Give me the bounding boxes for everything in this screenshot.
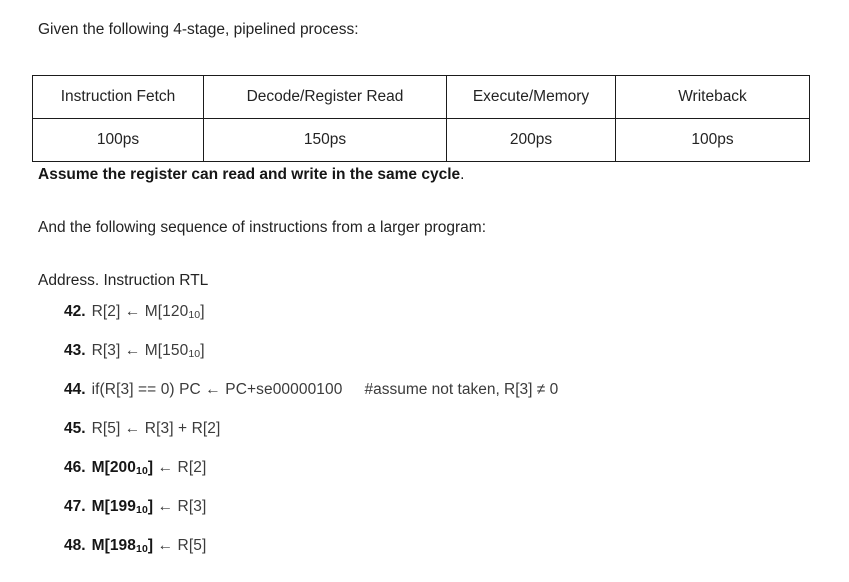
- cell-stage-4-latency: 100ps: [615, 118, 810, 162]
- instruction-address-48: 48.: [64, 537, 86, 554]
- rtl-target-48: R[5]: [177, 537, 207, 554]
- table-row-stage-latencies: 100ps 150ps 200ps 100ps: [32, 118, 810, 162]
- instruction-address-44: 44.: [64, 381, 86, 398]
- rtl-source-suffix-43: ]: [200, 342, 205, 359]
- instruction-rtl-46: M[20010] ← R[2]: [92, 459, 207, 477]
- listing-header: Address. Instruction RTL: [38, 272, 209, 289]
- list-item-instruction-42: 42. R[2] ← M[12010]: [64, 303, 844, 342]
- rtl-target-42: R[2]: [91, 303, 121, 320]
- assign-arrow-icon: ←: [157, 498, 174, 515]
- instruction-comment-44: #assume not taken, R[3] ≠ 0: [364, 381, 559, 398]
- instruction-address-43: 43.: [64, 342, 86, 359]
- rtl-mem-prefix-48: M[198: [91, 537, 136, 554]
- instruction-address-45: 45.: [64, 420, 86, 437]
- cell-stage-3-name: Execute/Memory: [446, 75, 616, 119]
- list-item-instruction-46: 46. M[20010] ← R[2]: [64, 459, 844, 498]
- list-item-instruction-43: 43. R[3] ← M[15010]: [64, 342, 844, 381]
- instruction-rtl-44: if(R[3] == 0) PC ← PC+se00000100: [91, 381, 343, 398]
- intro-paragraph: Given the following 4-stage, pipelined p…: [38, 21, 359, 38]
- assign-arrow-icon: ←: [124, 303, 141, 320]
- instruction-rtl-48: M[19810] ← R[5]: [92, 537, 207, 555]
- list-item-instruction-45: 45. R[5] ← R[3] + R[2]: [64, 420, 844, 459]
- rtl-target-43: R[3]: [91, 342, 121, 359]
- rtl-subscript-48: 10: [136, 543, 148, 556]
- cell-stage-4-name: Writeback: [615, 75, 810, 119]
- rtl-mem-suffix-47: ]: [147, 498, 154, 515]
- list-item-instruction-48: 48. M[19810] ← R[5]: [64, 537, 844, 576]
- rtl-mem-suffix-46: ]: [147, 459, 154, 476]
- assume-note-period: .: [460, 166, 465, 183]
- assign-arrow-icon: ←: [124, 342, 141, 359]
- rtl-mem-prefix-46: M[200: [91, 459, 136, 476]
- assume-note: Assume the register can read and write i…: [38, 165, 464, 185]
- rtl-mem-prefix-47: M[199: [91, 498, 136, 515]
- cell-stage-1-name: Instruction Fetch: [32, 75, 204, 119]
- instruction-rtl-42: R[2] ← M[12010]: [92, 303, 205, 321]
- rtl-subscript-42: 10: [188, 309, 201, 322]
- rtl-target-47: R[3]: [177, 498, 207, 515]
- assign-arrow-icon: ←: [157, 459, 174, 476]
- instruction-rtl-43: R[3] ← M[15010]: [92, 342, 205, 360]
- cell-stage-3-latency: 200ps: [446, 118, 616, 162]
- assume-note-bold: Assume the register can read and write i…: [38, 166, 461, 183]
- rtl-source-suffix-42: ]: [200, 303, 205, 320]
- rtl-target-46: R[2]: [177, 459, 207, 476]
- rtl-subscript-47: 10: [136, 504, 148, 517]
- pipeline-stage-table: Instruction Fetch Decode/Register Read E…: [32, 75, 810, 162]
- assign-arrow-icon: ←: [157, 537, 174, 554]
- instruction-address-46: 46.: [64, 459, 86, 476]
- rtl-mem-suffix-48: ]: [147, 537, 154, 554]
- cell-stage-1-latency: 100ps: [32, 118, 204, 162]
- instruction-address-42: 42.: [64, 303, 86, 320]
- instruction-rtl-47: M[19910] ← R[3]: [92, 498, 207, 516]
- cell-stage-2-name: Decode/Register Read: [203, 75, 447, 119]
- instruction-rtl-45: R[5] ← R[3] + R[2]: [91, 420, 221, 437]
- instruction-listing: 42. R[2] ← M[12010] 43. R[3] ← M[15010] …: [64, 303, 844, 576]
- rtl-source-prefix-42: M[120: [144, 303, 189, 320]
- rtl-subscript-43: 10: [188, 348, 201, 361]
- sequence-paragraph: And the following sequence of instructio…: [38, 219, 487, 236]
- rtl-source-prefix-43: M[150: [144, 342, 189, 359]
- instruction-address-47: 47.: [64, 498, 86, 515]
- rtl-subscript-46: 10: [136, 465, 148, 478]
- list-item-instruction-44: 44. if(R[3] == 0) PC ← PC+se00000100 #as…: [64, 381, 844, 420]
- list-item-instruction-47: 47. M[19910] ← R[3]: [64, 498, 844, 537]
- table-row-stage-names: Instruction Fetch Decode/Register Read E…: [32, 75, 810, 119]
- cell-stage-2-latency: 150ps: [203, 118, 447, 162]
